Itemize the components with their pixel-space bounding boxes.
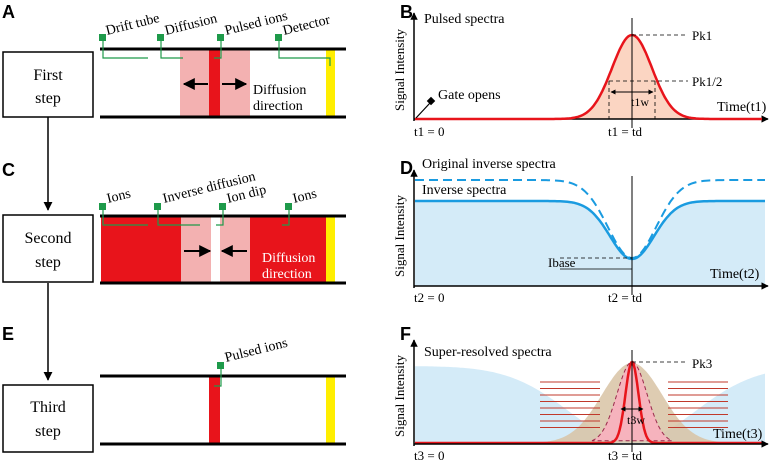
half-label-b: Pk1/2 <box>692 74 722 89</box>
connector-marker-pulsed-ions <box>217 34 224 41</box>
t0-label-d: t2 = 0 <box>414 290 444 305</box>
peak-label-b: Pk1 <box>692 28 712 43</box>
td-label-f: t3 = td <box>608 448 643 463</box>
step-box-second <box>2 214 94 283</box>
label-pulsed-ions-e: Pulsed ions <box>223 336 289 366</box>
step-box-first-line1: First <box>33 67 63 84</box>
panel-letter-d: D <box>400 158 413 178</box>
step-box-third <box>2 384 94 453</box>
label-drift-tube: Drift tube <box>104 11 161 39</box>
step-box-first <box>2 51 94 118</box>
step-box-second-line1: Second <box>24 230 71 247</box>
panel-b: B t1w Pk1 Pk1/2 Pulsed spectra Signal In… <box>392 2 769 139</box>
step-box-second-line2: step <box>35 254 61 271</box>
diffusion-direction-c-line1: Diffusion <box>262 251 315 266</box>
detector-c <box>326 217 335 283</box>
ibase-label-d: Ibase <box>548 255 576 270</box>
step-box-first-line2: step <box>35 90 61 107</box>
td-label-d: t2 = td <box>608 290 643 305</box>
compression-arrows <box>540 381 728 428</box>
pulsed-ion-packet-e <box>209 377 220 443</box>
connector-marker-diffusion <box>157 34 164 41</box>
panel-letter-f: F <box>400 324 411 344</box>
width-label-b: t1w <box>631 95 649 109</box>
panel-a: A First step Diffusion direction D <box>2 2 346 119</box>
connector-marker-drift-tube <box>99 34 106 41</box>
ylabel-d: Signal Intensity <box>392 195 407 277</box>
label-diffusion: Diffusion <box>163 11 218 38</box>
gate-label-b: Gate opens <box>438 88 501 103</box>
panel-d: D Original inverse spectra Inverse spect… <box>392 157 769 305</box>
connector-marker-pulsed-ions-e <box>217 362 224 369</box>
width-label-f: t3w <box>627 413 645 427</box>
peak-label-f: Pk3 <box>692 356 712 371</box>
gate-leader-b <box>415 102 431 119</box>
title-f: Super-resolved spectra <box>424 345 552 360</box>
diffusion-direction-c-line2: direction <box>262 267 312 282</box>
inverse-spectrum-curve <box>415 199 765 261</box>
panel-c: C Second step Diffusion direction Ions I… <box>2 160 346 285</box>
panel-e: E Third step Pulsed ions <box>2 324 346 453</box>
pulsed-spectrum-curve <box>415 33 762 121</box>
panel-f: F t3w Pk3 Super-resolved spectra Signal … <box>392 324 769 463</box>
td-label-b: t1 = td <box>608 124 643 139</box>
panel-letter-e: E <box>2 324 14 344</box>
label-ions-left: Ions <box>105 186 132 206</box>
detector-e <box>326 377 335 443</box>
xlabel-d: Time(t2) <box>710 267 760 282</box>
ions-left-block <box>101 217 181 283</box>
connector-marker-detector <box>275 34 282 41</box>
step-box-third-line2: step <box>35 423 61 440</box>
panel-letter-a: A <box>2 2 15 22</box>
connector-marker-ion-dip <box>219 203 226 210</box>
pulsed-ion-packet <box>209 50 220 116</box>
inverse-spectrum-fill <box>415 201 765 286</box>
connector-marker-ions-left <box>99 203 106 210</box>
title-d: Inverse spectra <box>422 183 507 198</box>
label-detector: Detector <box>281 13 332 39</box>
panel-letter-c: C <box>2 160 15 180</box>
xlabel-b: Time(t1) <box>717 100 767 115</box>
xlabel-f: Time(t3) <box>713 427 763 442</box>
title-b: Pulsed spectra <box>424 12 505 27</box>
connector-marker-inverse-diffusion <box>154 203 161 210</box>
t0-label-b: t1 = 0 <box>414 124 444 139</box>
ions-right-block <box>250 217 326 283</box>
ylabel-f: Signal Intensity <box>392 355 407 437</box>
super-resolved-curve <box>415 360 762 445</box>
label-ions-right: Ions <box>291 186 318 206</box>
detector <box>326 50 335 116</box>
ylabel-b: Signal Intensity <box>392 29 407 111</box>
diffusion-direction-line2: direction <box>253 99 303 114</box>
gate-marker-b <box>426 96 436 106</box>
t0-label-f: t3 = 0 <box>414 448 444 463</box>
original-label-d: Original inverse spectra <box>422 157 557 172</box>
step-box-third-line1: Third <box>30 399 66 416</box>
original-inverse-curve <box>415 179 765 260</box>
diffusion-direction-line1: Diffusion <box>253 83 306 98</box>
connector-marker-ions-right <box>285 203 292 210</box>
panel-letter-b: B <box>400 2 413 22</box>
